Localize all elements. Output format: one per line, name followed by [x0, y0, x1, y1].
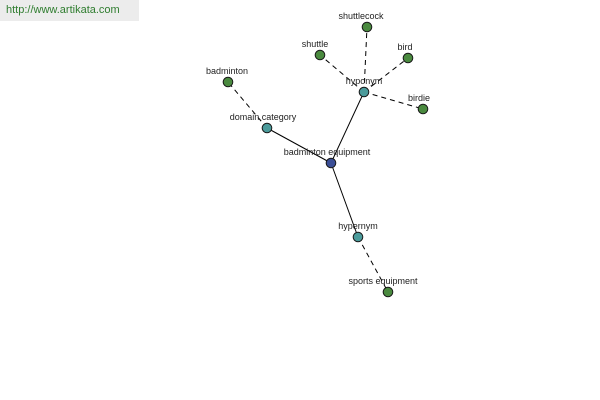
node-dot-shuttle[interactable] [314, 49, 326, 61]
edge-center-domain [266, 127, 332, 164]
node-birdie[interactable]: birdie [408, 93, 430, 115]
edge-hyponym-birdie [363, 91, 424, 110]
node-dot-bird[interactable] [402, 52, 414, 64]
node-dot-sports[interactable] [382, 286, 394, 298]
node-dot-domain[interactable] [261, 122, 273, 134]
node-sports[interactable]: sports equipment [348, 276, 418, 298]
node-label-badminton: badminton [206, 66, 248, 76]
node-center[interactable]: badminton equipment [284, 147, 371, 169]
node-label-hypernym: hypernym [338, 221, 378, 231]
edge-center-hyponym [330, 91, 365, 164]
edge-center-hypernym [330, 162, 359, 238]
node-label-hyponym: hyponym [346, 76, 383, 86]
node-domain[interactable]: domain category [230, 112, 297, 134]
node-label-domain: domain category [230, 112, 297, 122]
node-dot-hypernym[interactable] [352, 231, 364, 243]
graph-nodes: badminton equipment hyponym hypernym domain… [206, 11, 430, 298]
node-dot-badminton[interactable] [222, 76, 234, 88]
node-label-birdie: birdie [408, 93, 430, 103]
edge-hyponym-bird [363, 57, 409, 93]
edge-hyponym-shuttlecock [363, 26, 368, 93]
node-dot-hyponym[interactable] [358, 86, 370, 98]
node-dot-birdie[interactable] [417, 103, 429, 115]
node-shuttlecock[interactable]: shuttlecock [338, 11, 384, 33]
node-label-shuttlecock: shuttlecock [338, 11, 384, 21]
node-hypernym[interactable]: hypernym [338, 221, 378, 243]
edge-hyponym-shuttle [319, 54, 365, 93]
node-hyponym[interactable]: hyponym [346, 76, 383, 98]
node-label-shuttle: shuttle [302, 39, 329, 49]
node-label-center: badminton equipment [284, 147, 371, 157]
node-bird[interactable]: bird [397, 42, 414, 64]
edge-domain-badminton [227, 81, 268, 129]
node-shuttle[interactable]: shuttle [302, 39, 329, 61]
edge-hypernym-sports [357, 236, 389, 293]
node-badminton[interactable]: badminton [206, 66, 248, 88]
node-label-sports: sports equipment [348, 276, 418, 286]
node-dot-shuttlecock[interactable] [361, 21, 373, 33]
watermark-url: http://www.artikata.com [0, 0, 139, 21]
node-dot-center[interactable] [325, 157, 337, 169]
graph-edges [227, 26, 424, 293]
node-label-bird: bird [397, 42, 412, 52]
